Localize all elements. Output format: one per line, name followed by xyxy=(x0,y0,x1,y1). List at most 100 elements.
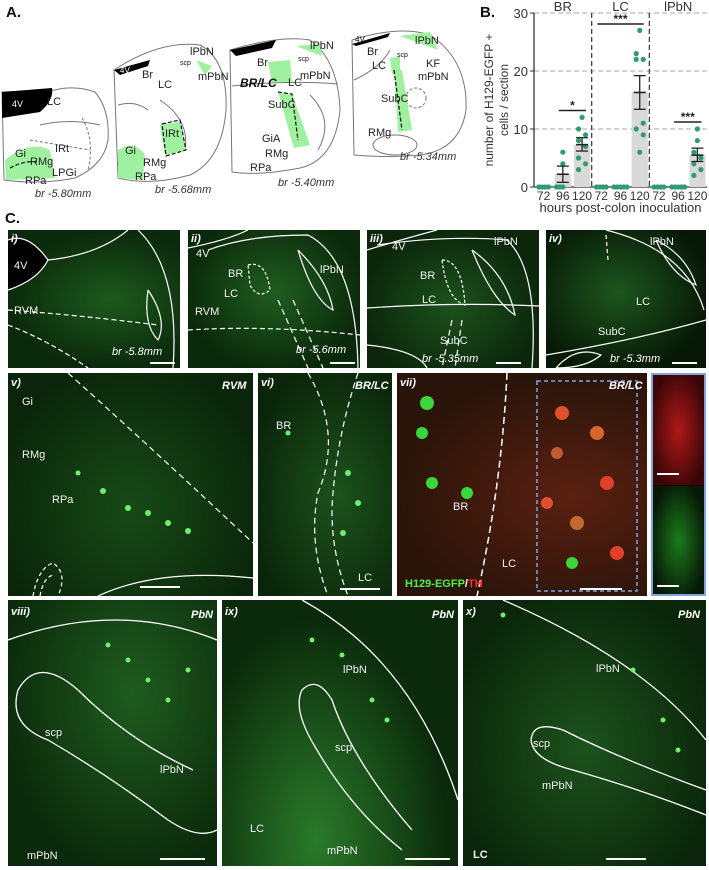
region-label: RMg xyxy=(22,449,46,461)
data-point xyxy=(545,184,552,190)
scale-bar xyxy=(150,362,175,364)
data-point xyxy=(691,149,697,155)
panel-title: RVM xyxy=(222,380,247,392)
inset-egfp-green xyxy=(653,486,704,594)
data-point xyxy=(661,184,667,190)
region-label: mPbN xyxy=(542,780,573,792)
region-label: lPbN xyxy=(343,664,367,676)
atlas-label: mPbN xyxy=(418,71,449,83)
inset-channels xyxy=(651,373,706,596)
atlas-label: RPa xyxy=(135,171,157,183)
atlas-label: scp xyxy=(397,52,408,59)
region-label: scp xyxy=(335,742,353,754)
region-label: LC xyxy=(422,294,437,306)
atlas-label: SubC xyxy=(268,99,296,111)
region-label: LC xyxy=(502,558,517,570)
y-axis-label: number of H129-EGFP +cells / section xyxy=(482,34,511,167)
region-label: LC xyxy=(250,823,265,835)
region-label: mPbN xyxy=(27,850,58,862)
scale-bar xyxy=(672,362,697,364)
atlas-label: Gi xyxy=(15,148,26,160)
panel-title: PbN xyxy=(191,609,213,621)
atlas-label: LC xyxy=(288,77,303,89)
data-point xyxy=(603,184,609,190)
x-tick-label: 96 xyxy=(556,189,570,203)
legend-green: H129-EGFP xyxy=(405,578,465,590)
atlas-label: 4V xyxy=(12,99,24,109)
bregma-label: br -5.35mm xyxy=(422,353,479,365)
data-point xyxy=(582,132,589,138)
atlas-label: RMg xyxy=(143,157,167,169)
data-point xyxy=(637,149,643,155)
data-point xyxy=(698,155,704,161)
data-point xyxy=(691,161,697,167)
region-label: scp xyxy=(45,727,63,739)
y-tick-label: 10 xyxy=(514,122,528,137)
data-point xyxy=(560,184,566,190)
group-title: LC xyxy=(612,0,629,14)
atlas-label: mPbN xyxy=(300,70,331,82)
atlas-label: RMg xyxy=(30,156,54,168)
panel-b-label: B. xyxy=(480,4,495,21)
atlas-label: RPa xyxy=(25,175,47,187)
panel-numeral: i) xyxy=(11,233,18,245)
significance-label: * xyxy=(570,98,575,112)
atlas-label: Br xyxy=(142,69,153,81)
data-point xyxy=(560,161,566,167)
atlas-diagrams xyxy=(1,30,467,183)
x-tick-label: 72 xyxy=(652,189,666,203)
legend-separator: / xyxy=(464,578,468,590)
inset-th-red xyxy=(653,375,704,485)
panel-numeral: ii) xyxy=(191,233,201,245)
atlas-label: LPGi xyxy=(52,167,77,179)
panel-numeral: vii) xyxy=(400,377,416,389)
bregma-label: br -5.68mm xyxy=(155,184,212,196)
panel-a-label: A. xyxy=(6,4,21,21)
data-point xyxy=(637,27,643,33)
x-tick-label: 96 xyxy=(614,189,628,203)
micrograph-iii xyxy=(367,230,539,368)
atlas-label: LC xyxy=(158,79,173,91)
atlas-label: 4V xyxy=(355,35,365,44)
region-label: LC xyxy=(358,572,373,584)
data-point xyxy=(633,56,639,63)
data-point xyxy=(640,120,646,126)
atlas-label: Gi xyxy=(125,145,136,157)
data-point xyxy=(560,149,566,155)
scale-bar xyxy=(496,362,521,364)
atlas-label: KF xyxy=(426,58,441,70)
x-tick-label: 72 xyxy=(595,189,609,203)
scale-bar xyxy=(330,362,355,364)
panel-numeral: ix) xyxy=(225,606,238,618)
region-label: lPbN xyxy=(160,764,184,776)
x-tick-label: 120 xyxy=(630,189,650,203)
data-point xyxy=(575,138,582,144)
panel-c-label: C. xyxy=(5,210,20,227)
data-point xyxy=(575,126,582,132)
atlas-label: lPbN xyxy=(415,35,439,47)
legend-red: TH xyxy=(467,578,483,590)
atlas-label: LC xyxy=(47,96,62,108)
micrograph-vi xyxy=(258,373,392,596)
micrograph-i xyxy=(8,230,180,368)
atlas-label: scp xyxy=(298,56,309,63)
data-point xyxy=(579,114,585,120)
atlas-label: RMg xyxy=(265,148,289,160)
bregma-label: br -5.8mm xyxy=(112,346,163,358)
region-label: lPbN xyxy=(494,236,518,248)
bregma-label: br -5.6mm xyxy=(296,344,347,356)
data-point xyxy=(694,126,700,132)
x-tick-label: 96 xyxy=(671,189,685,203)
x-tick-label: 120 xyxy=(572,189,592,203)
micrograph-vii xyxy=(397,373,647,596)
data-point xyxy=(633,51,639,57)
region-label: BR xyxy=(420,270,436,282)
data-point xyxy=(691,172,697,178)
x-axis-label: hours post-colon inoculation xyxy=(540,200,702,215)
region-label: RVM xyxy=(14,305,39,317)
region-label: RPa xyxy=(52,494,74,506)
scale-bar xyxy=(657,473,679,475)
scale-bar xyxy=(580,588,622,590)
atlas-label: GiA xyxy=(262,133,281,145)
bregma-label: br -5.34mm xyxy=(400,151,457,163)
